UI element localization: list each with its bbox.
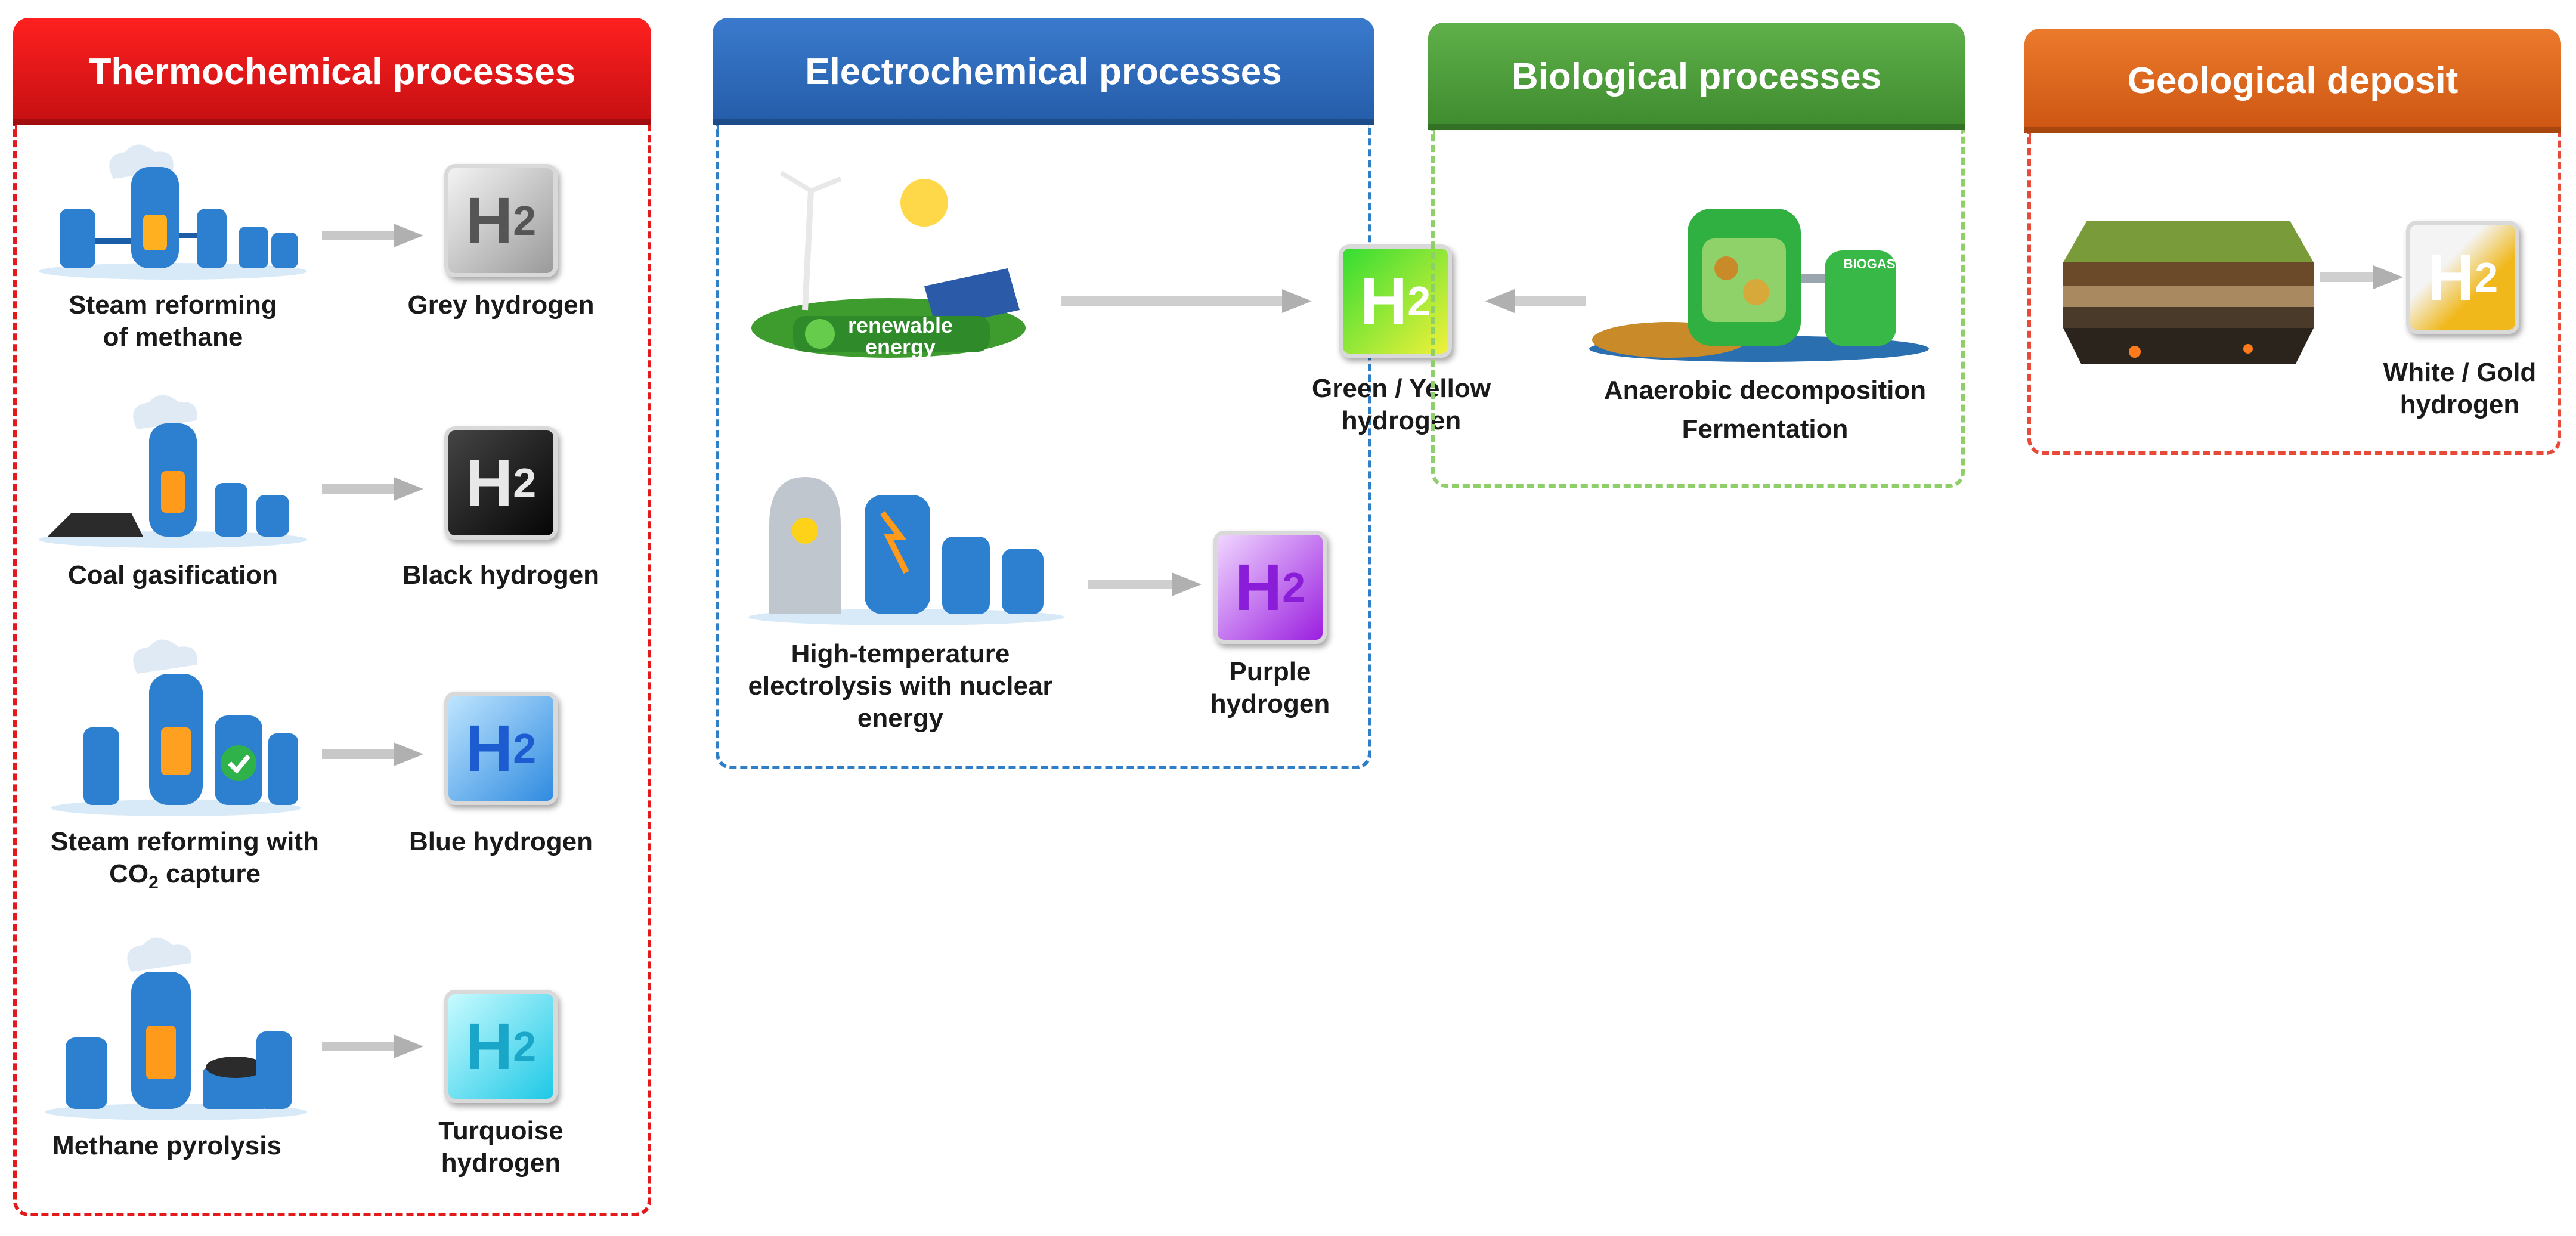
arrow-icon	[1485, 289, 1586, 313]
arrow-icon	[322, 224, 423, 247]
arrow-icon	[322, 742, 423, 766]
grey-hydrogen-label: Grey hydrogen	[407, 290, 595, 320]
geological-header: Geological deposit	[2024, 29, 2561, 133]
thermochemical-panel	[13, 125, 651, 1216]
arrow-icon	[1061, 289, 1312, 313]
thermochemical-header: Thermochemical processes	[13, 18, 651, 125]
biological-panel	[1431, 130, 1965, 488]
black-hydrogen-label: Black hydrogen	[402, 560, 600, 590]
arrow-icon	[322, 1034, 423, 1058]
steam-reforming-ccs-label: Steam reforming with CO2 capture	[51, 827, 319, 893]
steam-reforming-ccs-plant-icon	[51, 639, 301, 816]
coal-gasification-plant-icon	[39, 395, 307, 548]
biogas-digester-icon	[1589, 209, 1929, 362]
arrow-icon	[1088, 572, 1202, 596]
renewable-energy-icon	[751, 171, 1026, 358]
anaerobic-decomposition-label: Anaerobic decomposition	[1603, 376, 1927, 405]
biological-header: Biological processes	[1428, 23, 1965, 130]
geological-panel	[2027, 133, 2561, 455]
electrochemical-header: Electrochemical processes	[713, 18, 1374, 125]
coal-gasification-label: Coal gasification	[67, 560, 278, 590]
biological-title: Biological processes	[1511, 55, 1882, 97]
steam-reforming-plant-icon	[39, 144, 307, 280]
arrow-icon	[322, 477, 423, 501]
biogas-tag: BIOGAS	[1843, 256, 1896, 271]
electrochemical-title: Electrochemical processes	[805, 51, 1282, 92]
geological-layers-icon	[2063, 221, 2314, 364]
methane-pyrolysis-plant-icon	[45, 937, 307, 1120]
arrow-icon	[2320, 265, 2403, 289]
thermochemical-title: Thermochemical processes	[88, 51, 576, 92]
electrochemical-panel	[716, 125, 1371, 769]
nuclear-electrolysis-plant-icon	[748, 477, 1064, 625]
geological-title: Geological deposit	[2127, 60, 2459, 101]
blue-hydrogen-label: Blue hydrogen	[408, 827, 593, 856]
methane-pyrolysis-label: Methane pyrolysis	[52, 1131, 281, 1160]
fermentation-label: Fermentation	[1682, 414, 1849, 444]
